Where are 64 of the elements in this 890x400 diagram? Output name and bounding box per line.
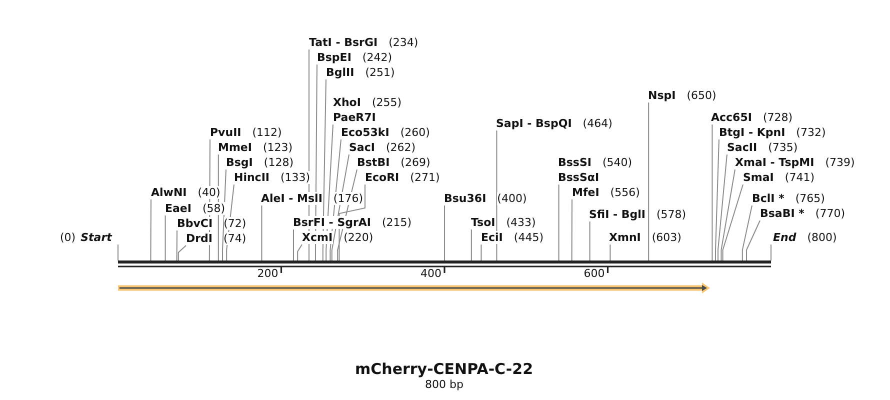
leader-line bbox=[718, 154, 728, 261]
enzyme-label: MfeI (556) bbox=[572, 184, 640, 200]
leader-line bbox=[293, 229, 294, 261]
leader-line bbox=[648, 102, 650, 261]
leader-line bbox=[712, 124, 713, 261]
leader-line bbox=[770, 244, 772, 261]
leader-line bbox=[742, 205, 752, 261]
leader-line bbox=[322, 79, 326, 261]
enzyme-label: XhoI (255) PaeR7I bbox=[333, 94, 402, 124]
start-label: (0) Start bbox=[60, 230, 118, 244]
tick-label: 400 bbox=[420, 266, 442, 281]
leader-line bbox=[338, 184, 366, 261]
enzyme-label: EciI (445) bbox=[481, 230, 544, 244]
leader-line bbox=[222, 169, 226, 261]
leader-line bbox=[610, 244, 611, 261]
enzyme-label: BglII (251) bbox=[326, 64, 395, 80]
enzyme-label: AlwNI (40) bbox=[151, 184, 220, 200]
enzyme-label: HincII (133) bbox=[234, 170, 310, 184]
leader-line bbox=[444, 205, 445, 261]
map-title: mCherry-CENPA-C-22 bbox=[355, 360, 534, 378]
tick-label: 200 bbox=[257, 266, 278, 281]
enzyme-label: BbvCI (72) bbox=[177, 216, 246, 230]
leader-line bbox=[715, 139, 720, 261]
leader-line bbox=[150, 199, 152, 261]
enzyme-label: SacI (262) bbox=[349, 140, 416, 154]
enzyme-label: PvuII (112) bbox=[210, 124, 282, 140]
leader-line bbox=[558, 184, 560, 261]
leader-line bbox=[297, 244, 302, 261]
dna-backbone bbox=[118, 260, 771, 268]
enzyme-label: Bsu36I (400) bbox=[444, 190, 527, 206]
enzyme-label: Acc65I (728) bbox=[711, 110, 793, 124]
leader-line bbox=[496, 130, 498, 261]
enzyme-label: BclI * (765) bbox=[752, 190, 825, 206]
leader-line bbox=[178, 245, 186, 261]
enzyme-label: BssSI (540) BssSαI bbox=[558, 154, 632, 184]
sequence-length: 800 bp bbox=[425, 378, 464, 392]
enzyme-label: MmeI (123) bbox=[218, 140, 293, 154]
leader-line bbox=[722, 184, 744, 261]
enzyme-label: XcmI (220) bbox=[302, 230, 374, 244]
leader-line bbox=[176, 230, 178, 261]
leader-line bbox=[589, 221, 590, 261]
end-label: End (800) bbox=[771, 230, 837, 244]
enzyme-label: SmaI (741) bbox=[743, 170, 814, 184]
enzyme-label: DrdI (74) bbox=[186, 230, 246, 246]
enzyme-label: Eco53kI (260) bbox=[341, 124, 430, 140]
leader-line bbox=[470, 229, 472, 261]
enzyme-label: XmnI (603) bbox=[609, 230, 682, 244]
tick-label: 600 bbox=[584, 266, 605, 281]
leader-line bbox=[720, 169, 736, 261]
leader-line bbox=[571, 199, 572, 261]
leader-line bbox=[164, 215, 166, 261]
leader-line bbox=[226, 184, 234, 261]
enzyme-label: EaeI (58) bbox=[165, 200, 226, 216]
leader-line bbox=[746, 220, 760, 261]
enzyme-label: BsaBI * (770) bbox=[760, 206, 846, 220]
enzyme-label: NspI (650) bbox=[648, 88, 716, 102]
enzyme-label: BspEI (242) bbox=[317, 50, 392, 64]
enzyme-label: EcoRI (271) bbox=[365, 170, 440, 184]
enzyme-label: BsgI (128) bbox=[226, 154, 294, 170]
enzyme-label: TsoI (433) bbox=[471, 214, 536, 230]
enzyme-label: SacII (735) bbox=[727, 140, 798, 154]
enzyme-label: BstBI (269) bbox=[357, 154, 430, 170]
leader-line bbox=[261, 205, 262, 261]
leader-line bbox=[480, 244, 482, 261]
